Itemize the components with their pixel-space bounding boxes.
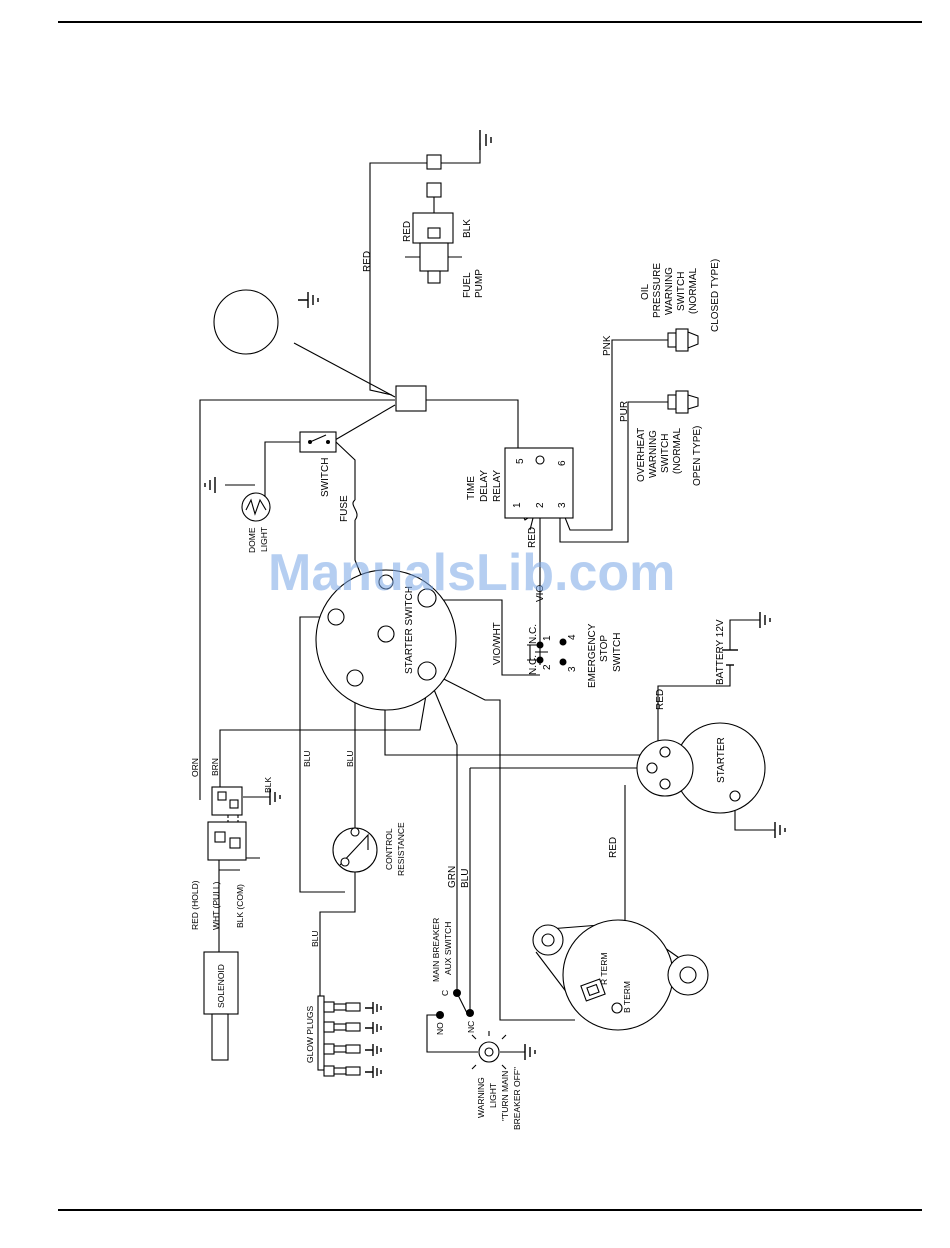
red-alternator-label: RED xyxy=(608,837,619,858)
red-pump-wire-label: RED xyxy=(362,251,373,272)
pnk-label: PNK xyxy=(602,335,613,356)
fuel-pump xyxy=(405,154,462,284)
bottom-rule xyxy=(58,1209,922,1211)
oil-label-6: CLOSED TYPE) xyxy=(710,259,721,332)
orn-label: ORN xyxy=(190,758,200,777)
glow-plugs-label: GLOW PLUGS xyxy=(305,1006,315,1063)
es-terminal-2: 2 xyxy=(542,664,553,670)
main-breaker-aux-switch xyxy=(436,989,474,1019)
main-breaker-label-2: AUX SWITCH xyxy=(443,922,453,975)
starter-switch-label: STARTER SWITCH xyxy=(404,586,415,674)
oil-pressure-switch xyxy=(667,328,699,352)
main-breaker-c: C xyxy=(440,990,450,996)
blk-com-label: BLK (COM) xyxy=(235,884,245,928)
es-terminal-1: 1 xyxy=(542,635,553,641)
wht-pull-label: WHT (PULL) xyxy=(211,881,221,930)
es-label-2: STOP xyxy=(599,635,610,662)
control-resistance xyxy=(332,827,378,873)
overheat-label-3: SWITCH xyxy=(660,434,671,473)
ground-symbols xyxy=(204,130,786,1078)
oil-label-4: SWITCH xyxy=(676,272,687,311)
main-breaker-no: NO xyxy=(435,1022,445,1035)
overheat-switch xyxy=(667,390,699,414)
es-label-1: EMERGENCY xyxy=(587,623,598,688)
warning-light-label-1: WARNING xyxy=(476,1077,486,1118)
labels: RED BLK FUEL PUMP RED OIL PRESSURE WARNI… xyxy=(190,219,727,1130)
fuel-pump-label-1: FUEL xyxy=(462,272,473,298)
top-rule xyxy=(58,21,922,23)
b-term-label: B TERM xyxy=(622,981,632,1013)
watermark: ManualsLib.com xyxy=(268,544,675,602)
emergency-stop-switch xyxy=(527,638,567,666)
main-breaker-label-1: MAIN BREAKER xyxy=(431,918,441,982)
tdr-label-3: RELAY xyxy=(492,470,503,502)
warning-light-label-2: LIGHT xyxy=(488,1083,498,1108)
vio-wht-label: VIO/WHT xyxy=(492,622,503,665)
fuel-pump-blk-label: BLK xyxy=(462,219,473,238)
control-label-2: RESISTANCE xyxy=(396,822,406,876)
tdr-terminal-2: 2 xyxy=(535,502,546,508)
starter-motor xyxy=(636,722,766,814)
battery-label: BATTERY 12V xyxy=(715,619,726,685)
starter-switch xyxy=(315,569,457,711)
warning-light-label-4: BREAKER OFF" xyxy=(512,1067,522,1130)
fuel-pump-label-2: PUMP xyxy=(474,269,485,298)
tdr-terminal-1: 1 xyxy=(512,502,523,508)
glow-plugs xyxy=(317,995,361,1077)
junction-block xyxy=(395,385,427,412)
toggle-switch xyxy=(299,431,337,453)
tdr-terminal-6: 6 xyxy=(557,460,568,466)
pur-label: PUR xyxy=(619,401,630,422)
grn-label: GRN xyxy=(447,866,458,888)
warning-light-label-3: "TURN MAIN xyxy=(500,1071,510,1121)
red-battery-label: RED xyxy=(655,689,666,710)
fuse-label: FUSE xyxy=(339,495,350,522)
blu-label-1: BLU xyxy=(302,750,312,767)
oil-label-3: WARNING xyxy=(664,267,675,315)
warning-light xyxy=(471,1031,507,1070)
alternator xyxy=(532,919,709,1031)
blk-solenoid-label: BLK xyxy=(263,777,273,793)
tdr-label-1: TIME xyxy=(466,476,477,500)
es-terminal-3: 3 xyxy=(567,666,578,672)
blu-label-3: BLU xyxy=(310,930,320,947)
red-hold-label: RED (HOLD) xyxy=(190,880,200,930)
es-nc-top: N.C. xyxy=(528,624,539,644)
control-label-1: CONTROL xyxy=(384,828,394,870)
switch-label: SWITCH xyxy=(320,458,331,497)
overheat-label-1: OVERHEAT xyxy=(636,428,647,482)
oil-label-1: OIL xyxy=(640,283,651,300)
oil-label-5: (NORMAL xyxy=(688,267,699,314)
tdr-label-2: DELAY xyxy=(479,470,490,502)
r-term-label: R TERM xyxy=(599,953,609,985)
es-terminal-4: 4 xyxy=(567,634,578,640)
dome-label-2: LIGHT xyxy=(259,527,269,552)
starter-label: STARTER xyxy=(716,737,727,783)
time-delay-relay xyxy=(504,447,574,519)
indicator-lamp xyxy=(213,289,279,355)
solenoid-label: SOLENOID xyxy=(216,964,226,1008)
fuse xyxy=(352,499,358,521)
red-tdr-label: RED xyxy=(527,527,538,548)
dome-light xyxy=(241,492,271,522)
blu-main-label: BLU xyxy=(460,869,471,888)
tdr-terminal-5: 5 xyxy=(515,458,526,464)
es-label-3: SWITCH xyxy=(612,633,623,672)
brn-label: BRN xyxy=(210,758,220,776)
battery xyxy=(722,649,738,666)
blu-label-2: BLU xyxy=(345,750,355,767)
fuel-pump-red-label: RED xyxy=(402,221,413,242)
oil-label-2: PRESSURE xyxy=(652,263,663,318)
es-nc-bottom: N.C. xyxy=(528,655,539,675)
solenoid xyxy=(203,786,247,1061)
dome-label-1: DOME xyxy=(247,527,257,553)
overheat-label-4: (NORMAL xyxy=(672,427,683,474)
overheat-label-5: OPEN TYPE) xyxy=(692,426,703,486)
tdr-terminal-3: 3 xyxy=(557,502,568,508)
vio-label: VIO xyxy=(535,585,546,602)
overheat-label-2: WARNING xyxy=(648,430,659,478)
main-breaker-nc: NC xyxy=(466,1021,476,1033)
